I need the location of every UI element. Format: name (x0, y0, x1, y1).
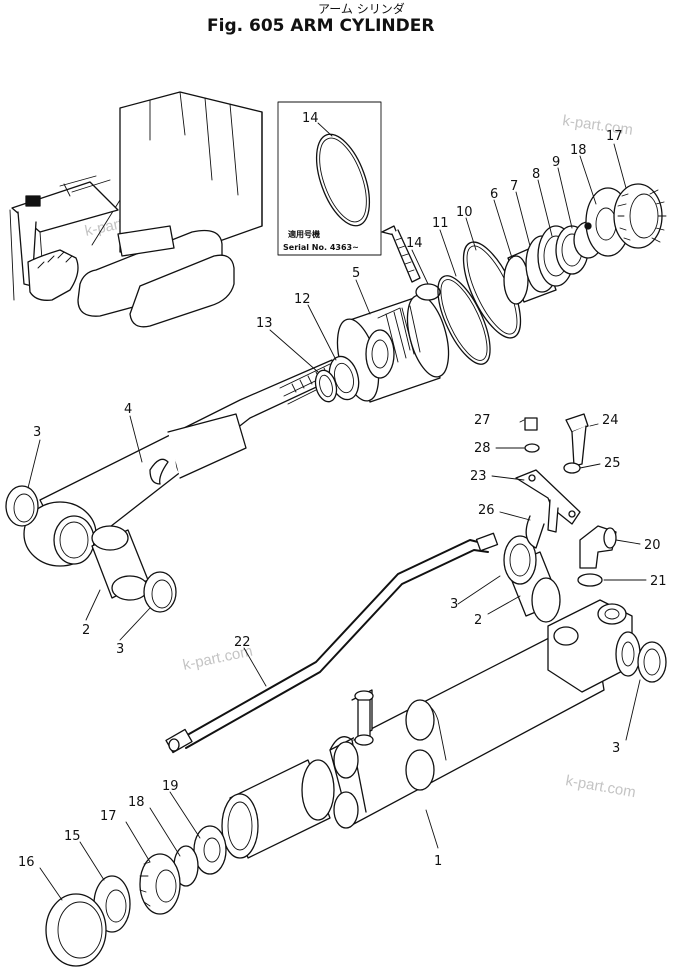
bushing-right-icon (503, 535, 561, 623)
hose-pipe-icon (165, 532, 499, 754)
inset-part-label: 14 (302, 111, 319, 126)
title-japanese: アーム シリンダ (318, 1, 405, 16)
callout-1: 1 (434, 854, 442, 869)
callout-4: 4 (124, 402, 132, 417)
head-body-icon (221, 759, 335, 859)
callout-28: 28 (474, 441, 491, 456)
watermark-top-right: k-part.com (561, 112, 634, 139)
callout-15: 15 (64, 829, 81, 844)
callout-3-mid: 3 (450, 597, 458, 612)
callout-3-left: 3 (116, 642, 124, 657)
bolt-24-icon (565, 413, 589, 467)
elbow-20-icon (579, 525, 617, 569)
seal-13-icon (314, 369, 338, 403)
callout-21: 21 (650, 574, 667, 589)
callout-8: 8 (532, 167, 540, 182)
excavator-sketch-icon (9, 91, 263, 328)
dust-seal-16-icon (45, 893, 107, 967)
callout-13: 13 (256, 316, 273, 331)
watermark-bottom-right: k-part.com (564, 772, 637, 801)
callout-9: 9 (552, 155, 560, 170)
cylinder-tube-icon (329, 599, 641, 829)
callout-12: 12 (294, 292, 311, 307)
seal-ring-left-icon (143, 571, 177, 613)
callout-23: 23 (470, 469, 487, 484)
o-ring-21-icon (577, 573, 603, 587)
callout-22: 22 (234, 635, 251, 650)
callout-20: 20 (644, 538, 661, 553)
bracket-23-icon (515, 469, 581, 533)
figure-title: Fig. 605 ARM CYLINDER (207, 16, 434, 36)
callout-17-bottom: 17 (100, 809, 117, 824)
piston-rod-icon (23, 359, 341, 567)
callout-2-left: 2 (82, 623, 90, 638)
ring-11-icon (437, 275, 491, 365)
screw-icon (381, 225, 421, 283)
washer-28-icon (524, 443, 540, 453)
callout-18-top: 18 (570, 143, 587, 158)
part-callouts: 1 2 2 3 3 3 3 4 5 6 7 8 9 10 11 12 13 14… (18, 129, 667, 870)
callout-26: 26 (478, 503, 495, 518)
leader-lines (27, 143, 647, 901)
callout-6: 6 (490, 187, 498, 202)
callout-27: 27 (474, 413, 491, 428)
nut-27-icon (524, 417, 538, 431)
callout-19: 19 (162, 779, 179, 794)
nut-17-icon (139, 853, 181, 915)
callout-25: 25 (604, 456, 621, 471)
piston-icon (336, 294, 450, 403)
callout-14: 14 (406, 236, 423, 251)
washer-25-icon (563, 462, 581, 474)
callout-11: 11 (432, 216, 449, 231)
gland-19-icon (193, 825, 227, 875)
callout-17-top: 17 (606, 129, 623, 144)
serial-number-label: Serial No. 4363~ (283, 243, 359, 252)
seal-ring-far-left-icon (5, 485, 39, 527)
inset-leader (317, 122, 333, 137)
callout-16: 16 (18, 855, 35, 870)
callout-7: 7 (510, 179, 518, 194)
cylinder-head-icon (503, 183, 667, 305)
callout-5: 5 (352, 266, 360, 281)
seal-ring-right-icon (637, 641, 667, 683)
callout-10: 10 (456, 205, 473, 220)
callout-3-right: 3 (612, 741, 620, 756)
callout-18-bottom: 18 (128, 795, 145, 810)
callout-24: 24 (602, 413, 619, 428)
serial-inset-box: 14 適用号機 Serial No. 4363~ (277, 101, 382, 256)
applicable-label-jp: 適用号機 (288, 229, 320, 239)
inset-ring-icon (315, 133, 371, 227)
ring-14-icon (415, 283, 441, 301)
callout-3-far-left: 3 (33, 425, 41, 440)
clamp-26-icon (525, 515, 545, 549)
bushing-left-icon (91, 525, 149, 601)
callout-2-right: 2 (474, 613, 482, 628)
